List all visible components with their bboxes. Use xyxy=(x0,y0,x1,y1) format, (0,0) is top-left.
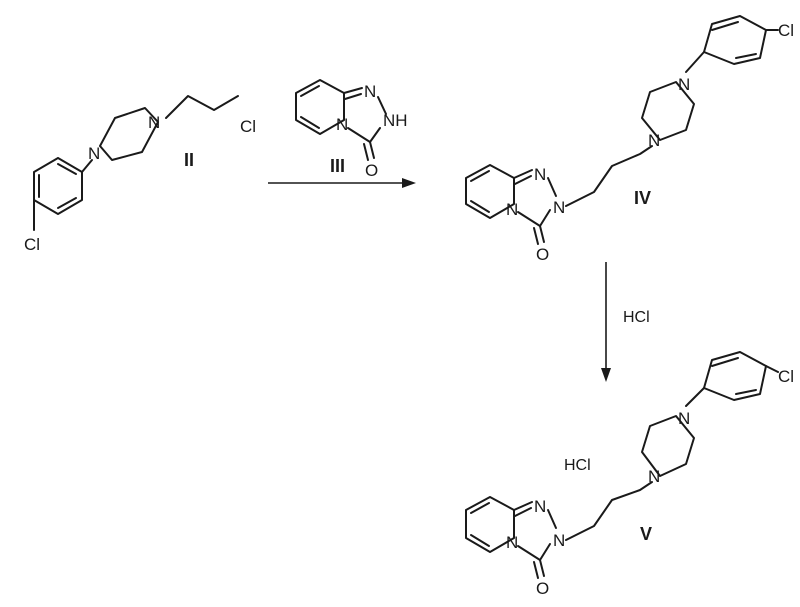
compound-V-o: O xyxy=(536,579,549,598)
compound-V-cl: Cl xyxy=(778,367,794,386)
compound-IV-n1: N xyxy=(534,165,546,184)
compound-III-nh: NH xyxy=(383,111,408,130)
compound-IV-n5: N xyxy=(678,75,690,94)
compound-IV-cl: Cl xyxy=(778,21,794,40)
compound-II-label: II xyxy=(184,150,194,170)
compound-IV-o: O xyxy=(536,245,549,264)
compound-V-n2: N xyxy=(553,531,565,550)
compound-II-cl-ring: Cl xyxy=(24,235,40,254)
arrow-step2-reagent: HCl xyxy=(623,309,650,326)
compound-V-label: V xyxy=(640,524,652,544)
compound-III-bonds xyxy=(295,79,387,161)
compound-V: N N N N N O Cl HCl V xyxy=(465,351,794,598)
compound-II-n1: N xyxy=(88,144,100,163)
compound-IV-label: IV xyxy=(634,188,651,208)
compound-V-n1: N xyxy=(534,497,546,516)
compound-II: N N Cl Cl II xyxy=(24,95,256,254)
compound-V-n4: N xyxy=(648,467,660,486)
compound-II-n2: N xyxy=(148,113,160,132)
compound-II-bonds xyxy=(33,95,239,231)
compound-V-bonds xyxy=(465,351,779,579)
compound-III: N N NH O III xyxy=(295,79,408,180)
compound-V-salt: HCl xyxy=(564,457,591,474)
compound-IV: N N N N N O Cl IV xyxy=(465,15,794,264)
compound-IV-n3: N xyxy=(506,200,518,219)
compound-IV-bonds xyxy=(465,15,779,245)
compound-V-n5: N xyxy=(678,409,690,428)
compound-IV-n4: N xyxy=(648,131,660,150)
compound-II-cl-chain: Cl xyxy=(240,117,256,136)
compound-V-n3: N xyxy=(506,533,518,552)
compound-III-label: III xyxy=(330,156,345,176)
compound-III-n1: N xyxy=(364,82,376,101)
compound-IV-n2: N xyxy=(553,198,565,217)
arrow-step2: HCl xyxy=(601,262,650,382)
compound-III-o: O xyxy=(365,161,378,180)
arrow-step1 xyxy=(268,178,416,188)
compound-III-n-ring: N xyxy=(336,115,348,134)
